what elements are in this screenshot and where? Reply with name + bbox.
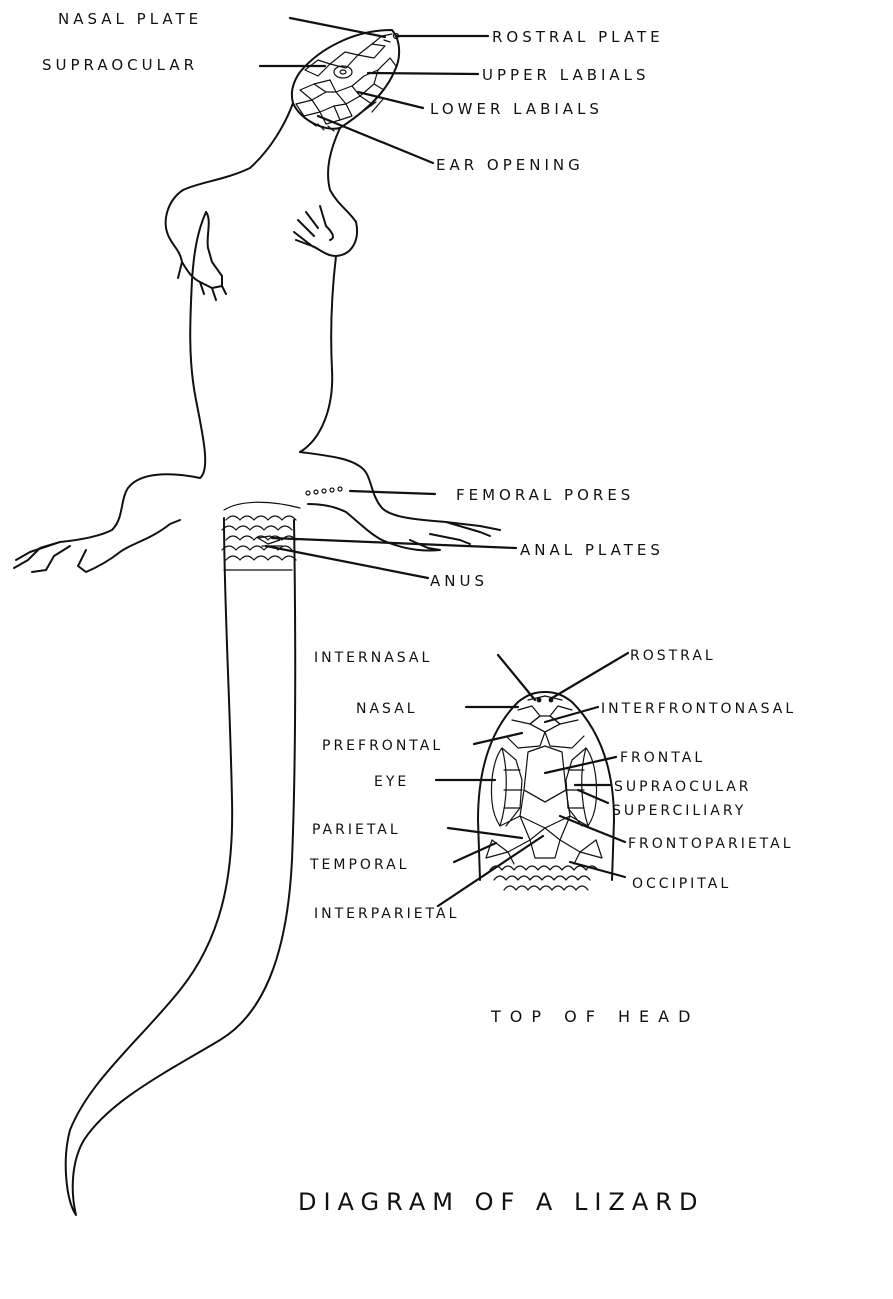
head-scales bbox=[296, 34, 399, 132]
label-rostral: ROSTRAL bbox=[630, 648, 716, 664]
label-ear-opening: EAR OPENING bbox=[436, 156, 584, 174]
head-caption: TOP OF HEAD bbox=[490, 1007, 699, 1026]
label-internasal: INTERNASAL bbox=[314, 650, 432, 666]
head-leader-lines bbox=[436, 653, 628, 906]
lizard-neck-right bbox=[328, 128, 356, 222]
lizard-body-drawing bbox=[14, 30, 500, 1215]
label-rostral-plate: ROSTRAL PLATE bbox=[492, 28, 664, 46]
left-hind-leg bbox=[14, 474, 200, 572]
body-left-flank bbox=[190, 212, 206, 478]
right-front-leg bbox=[294, 206, 357, 256]
label-supraocular-head: SUPRAOCULAR bbox=[614, 779, 752, 795]
label-lower-labials: LOWER LABIALS bbox=[430, 100, 603, 118]
head-labels: INTERNASAL ROSTRAL NASAL INTERFRONTONASA… bbox=[309, 648, 796, 922]
body-right-flank bbox=[300, 256, 336, 452]
label-supraocular: SUPRAOCULAR bbox=[42, 56, 198, 74]
label-interfrontonasal: INTERFRONTONASAL bbox=[601, 701, 796, 717]
label-anus: ANUS bbox=[430, 572, 488, 590]
label-anal-plates: ANAL PLATES bbox=[520, 541, 664, 559]
label-prefrontal: PREFRONTAL bbox=[322, 738, 443, 754]
label-nasal: NASAL bbox=[356, 701, 418, 717]
femoral-pores bbox=[306, 487, 342, 495]
label-interparietal: INTERPARIETAL bbox=[314, 906, 459, 922]
label-eye: EYE bbox=[374, 774, 409, 790]
lizard-neck-left bbox=[183, 103, 293, 190]
label-femoral-pores: FEMORAL PORES bbox=[456, 486, 634, 504]
body-labels: NASAL PLATE SUPRAOCULAR ROSTRAL PLATE UP… bbox=[42, 10, 664, 590]
label-parietal: PARIETAL bbox=[312, 822, 401, 838]
diagram-title: DIAGRAM OF A LIZARD bbox=[298, 1188, 704, 1216]
lizard-tail bbox=[66, 518, 296, 1215]
label-frontal: FRONTAL bbox=[620, 750, 705, 766]
label-superciliary: SUPERCILIARY bbox=[612, 803, 746, 819]
label-occipital: OCCIPITAL bbox=[632, 876, 731, 892]
label-temporal: TEMPORAL bbox=[309, 857, 409, 873]
label-upper-labials: UPPER LABIALS bbox=[482, 66, 650, 84]
label-nasal-plate: NASAL PLATE bbox=[58, 10, 202, 28]
label-frontoparietal: FRONTOPARIETAL bbox=[628, 836, 794, 852]
lizard-head-outline bbox=[292, 30, 399, 129]
vent-scales bbox=[222, 502, 300, 570]
